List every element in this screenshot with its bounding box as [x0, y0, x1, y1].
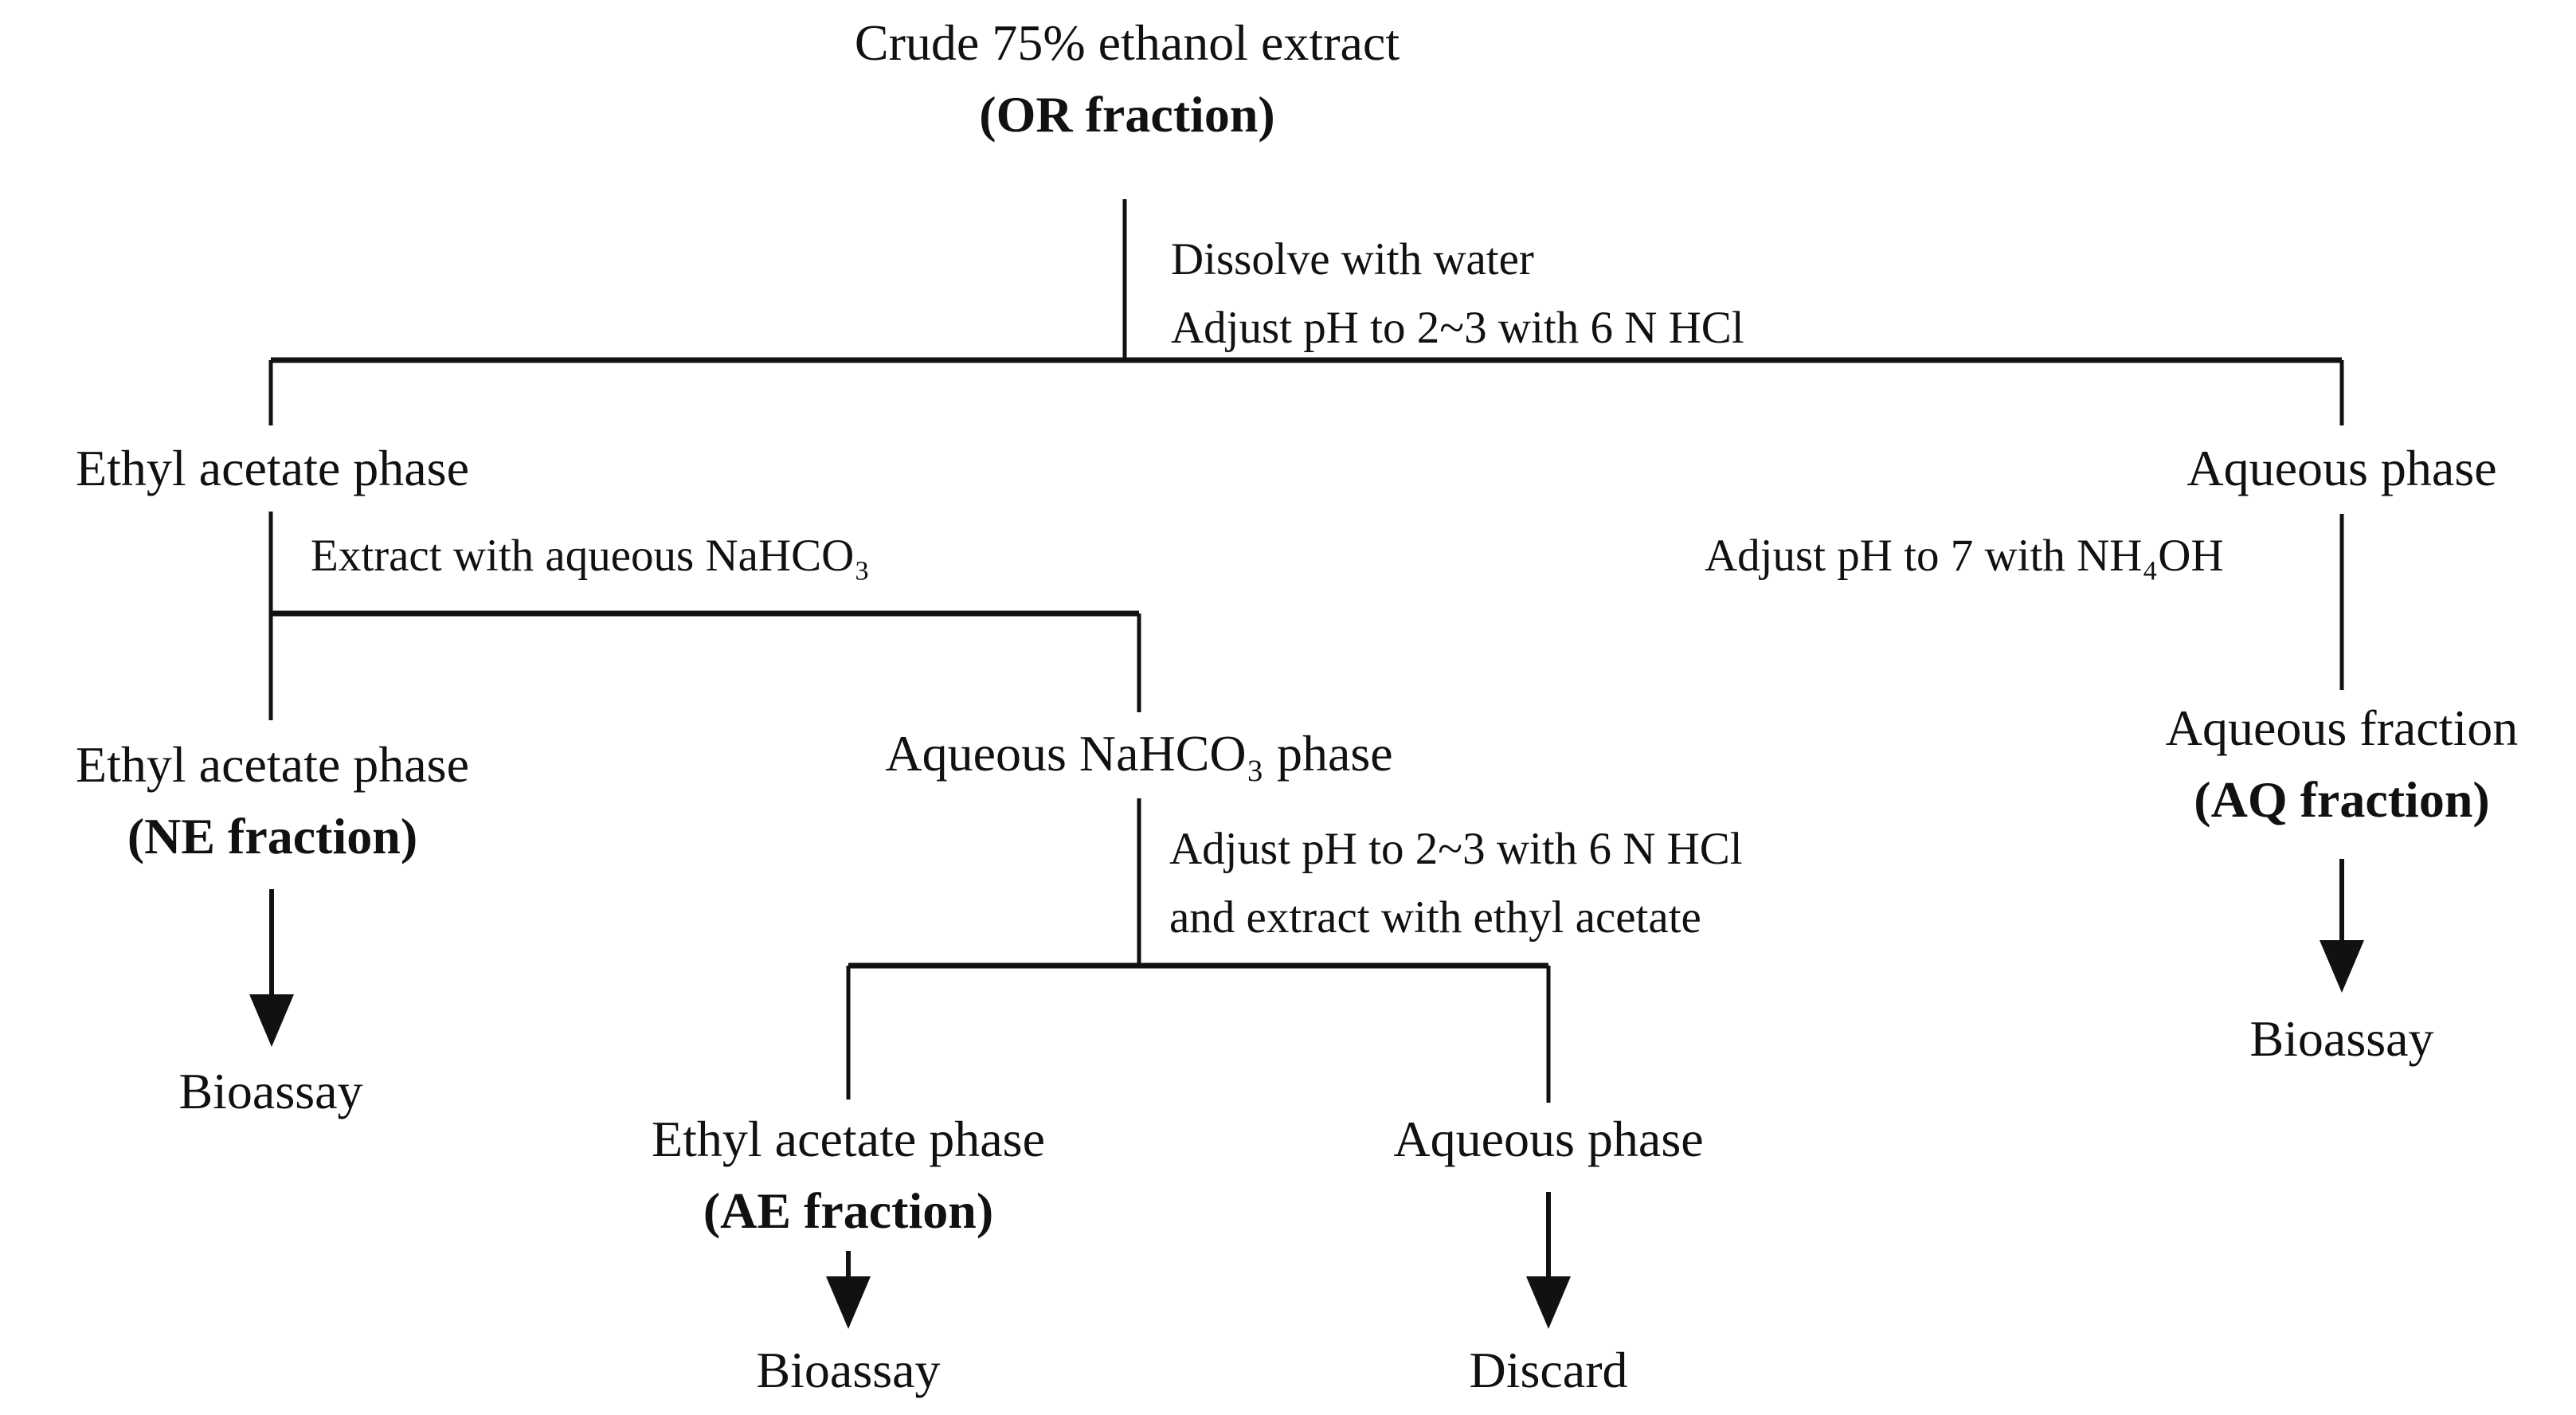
node-aqueous-nahco3-phase: Aqueous NaHCO₃ phase	[885, 725, 1393, 782]
annotation-extract-nahco3: Extract with aqueous NaHCO₃	[311, 531, 871, 581]
node-ne-fraction-line2: (NE fraction)	[127, 808, 418, 864]
arrow-ne-bioassay-head	[249, 994, 294, 1047]
node-ethyl-acetate-phase-top: Ethyl acetate phase	[76, 440, 469, 496]
node-ne-fraction-line1: Ethyl acetate phase	[76, 736, 469, 793]
node-discard: Discard	[1469, 1342, 1628, 1398]
arrow-discard-head	[1526, 1276, 1571, 1329]
annotation-acidify-line2: and extract with ethyl acetate	[1169, 892, 1701, 943]
node-bioassay-aq: Bioassay	[2249, 1010, 2434, 1067]
annotation-dissolve-line1: Dissolve with water	[1171, 234, 1534, 284]
node-bioassay-ae: Bioassay	[756, 1342, 941, 1398]
arrow-ae-bioassay-head	[826, 1276, 871, 1329]
node-bioassay-ne: Bioassay	[178, 1063, 363, 1119]
title-line1: Crude 75% ethanol extract	[854, 14, 1400, 71]
annotation-dissolve-line2: Adjust pH to 2~3 with 6 N HCl	[1171, 303, 1744, 353]
node-aq-fraction-line2: (AQ fraction)	[2194, 771, 2490, 828]
annotation-acidify-line1: Adjust pH to 2~3 with 6 N HCl	[1169, 824, 1743, 874]
node-aqueous-phase-top: Aqueous phase	[2186, 440, 2497, 496]
node-ae-fraction-line2: (AE fraction)	[703, 1182, 994, 1239]
node-aqueous-phase-bottom: Aqueous phase	[1393, 1111, 1704, 1167]
title-line2-or-fraction: (OR fraction)	[979, 86, 1275, 143]
node-aq-fraction-line1: Aqueous fraction	[2165, 700, 2519, 756]
node-ae-fraction-line1: Ethyl acetate phase	[652, 1111, 1045, 1167]
arrow-aq-bioassay-head	[2320, 940, 2364, 993]
annotation-neutralize: Adjust pH to 7 with NH₄OH	[1705, 531, 2224, 581]
